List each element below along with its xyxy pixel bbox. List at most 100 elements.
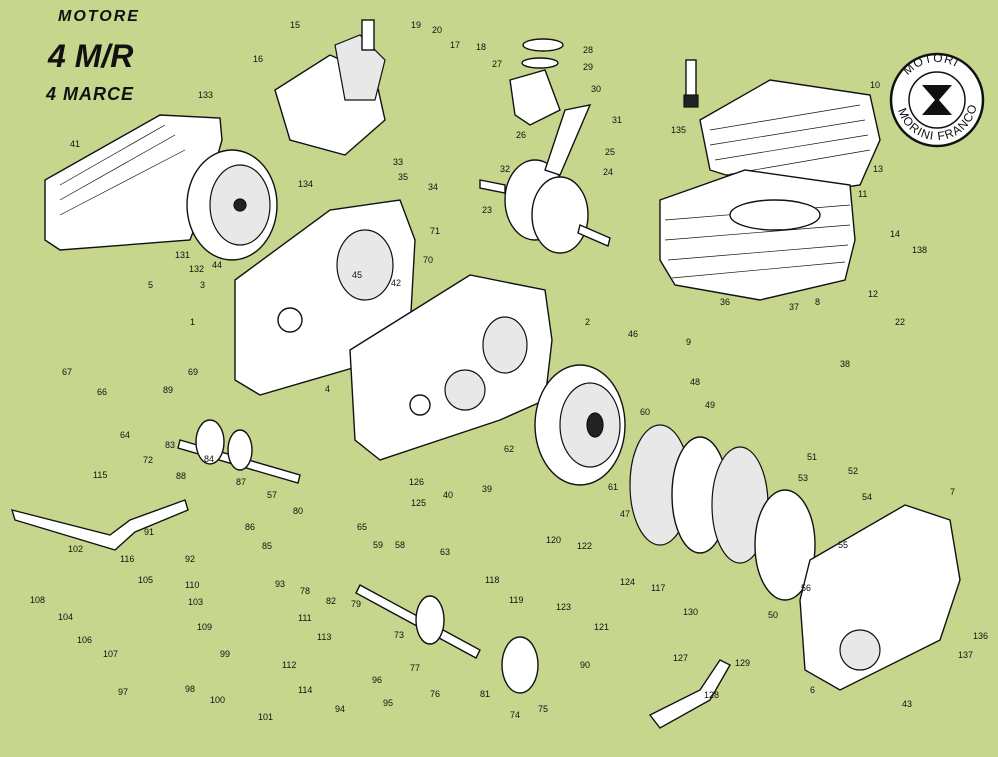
part-label-115: 115	[93, 470, 107, 480]
part-label-98: 98	[185, 684, 195, 694]
morini-logo: MOTORI MORINI FRANCO	[889, 51, 985, 148]
part-label-54: 54	[862, 492, 872, 502]
part-label-111: 111	[298, 613, 312, 623]
part-label-59: 59	[373, 540, 383, 550]
part-label-138: 138	[912, 245, 927, 255]
title-model: 4 M/R	[48, 38, 134, 74]
part-label-72: 72	[143, 455, 153, 465]
part-label-95: 95	[383, 698, 393, 708]
part-label-114: 114	[298, 685, 312, 695]
part-label-129: 129	[735, 658, 750, 668]
part-label-93: 93	[275, 579, 285, 589]
part-label-29: 29	[583, 62, 593, 72]
part-label-100: 100	[210, 695, 225, 705]
part-label-42: 42	[391, 278, 401, 288]
part-label-87: 87	[236, 477, 246, 487]
part-label-116: 116	[120, 554, 134, 564]
part-label-83: 83	[165, 440, 175, 450]
part-label-65: 65	[357, 522, 367, 532]
part-label-4: 4	[325, 384, 330, 394]
part-label-47: 47	[620, 509, 630, 519]
part-label-106: 106	[77, 635, 92, 645]
part-label-39: 39	[482, 484, 492, 494]
part-label-58: 58	[395, 540, 405, 550]
part-label-52: 52	[848, 466, 858, 476]
part-label-84: 84	[204, 454, 214, 464]
part-label-88: 88	[176, 471, 186, 481]
part-label-20: 20	[432, 25, 442, 35]
part-label-104: 104	[58, 612, 73, 622]
part-label-79: 79	[351, 599, 361, 609]
part-label-137: 137	[958, 650, 973, 660]
part-label-25: 25	[605, 147, 615, 157]
part-label-11: 11	[858, 189, 867, 199]
part-label-102: 102	[68, 544, 83, 554]
part-label-127: 127	[673, 653, 688, 663]
part-label-97: 97	[118, 687, 128, 697]
part-label-5: 5	[148, 280, 153, 290]
part-label-118: 118	[485, 575, 499, 585]
part-label-1: 1	[190, 317, 195, 327]
part-label-112: 112	[282, 660, 296, 670]
part-label-66: 66	[97, 387, 107, 397]
part-label-33: 33	[393, 157, 403, 167]
part-label-48: 48	[690, 377, 700, 387]
crankcase-right	[349, 274, 553, 461]
part-label-60: 60	[640, 407, 650, 417]
part-label-16: 16	[253, 54, 263, 64]
part-label-41: 41	[70, 139, 80, 149]
part-label-12: 12	[868, 289, 878, 299]
part-label-24: 24	[603, 167, 613, 177]
part-label-117: 117	[651, 583, 665, 593]
part-label-82: 82	[326, 596, 336, 606]
part-label-3: 3	[200, 280, 205, 290]
part-label-6: 6	[810, 685, 815, 695]
part-label-101: 101	[258, 712, 273, 722]
part-label-136: 136	[973, 631, 988, 641]
part-label-85: 85	[262, 541, 272, 551]
part-label-133: 133	[198, 90, 213, 100]
part-label-50: 50	[768, 610, 778, 620]
part-label-70: 70	[423, 255, 433, 265]
part-label-96: 96	[372, 675, 382, 685]
spark-plug	[683, 59, 699, 108]
part-label-81: 81	[480, 689, 490, 699]
part-label-2: 2	[585, 317, 590, 327]
part-label-120: 120	[546, 535, 561, 545]
part-label-135: 135	[671, 125, 686, 135]
part-label-28: 28	[583, 45, 593, 55]
part-label-76: 76	[430, 689, 440, 699]
part-label-123: 123	[556, 602, 571, 612]
part-label-38: 38	[840, 359, 850, 369]
part-label-134: 134	[298, 179, 313, 189]
part-label-35: 35	[398, 172, 408, 182]
part-label-8: 8	[815, 297, 820, 307]
clutch-basket	[534, 364, 626, 486]
part-label-30: 30	[591, 84, 601, 94]
part-label-131: 131	[175, 250, 190, 260]
part-label-128: 128	[704, 690, 719, 700]
part-label-130: 130	[683, 607, 698, 617]
part-label-105: 105	[138, 575, 153, 585]
part-label-63: 63	[440, 547, 450, 557]
part-label-61: 61	[608, 482, 618, 492]
part-label-13: 13	[873, 164, 883, 174]
part-label-23: 23	[482, 205, 492, 215]
right-side-cover	[799, 504, 961, 691]
part-label-67: 67	[62, 367, 72, 377]
part-label-64: 64	[120, 430, 130, 440]
part-label-75: 75	[538, 704, 548, 714]
part-label-107: 107	[103, 649, 118, 659]
part-label-22: 22	[895, 317, 905, 327]
carburettor	[274, 19, 386, 156]
part-label-57: 57	[267, 490, 277, 500]
title-gears: 4 MARCE	[46, 84, 135, 104]
part-label-94: 94	[335, 704, 345, 714]
part-label-99: 99	[220, 649, 230, 659]
part-label-121: 121	[594, 622, 609, 632]
part-label-17: 17	[450, 40, 460, 50]
part-label-43: 43	[902, 699, 912, 709]
